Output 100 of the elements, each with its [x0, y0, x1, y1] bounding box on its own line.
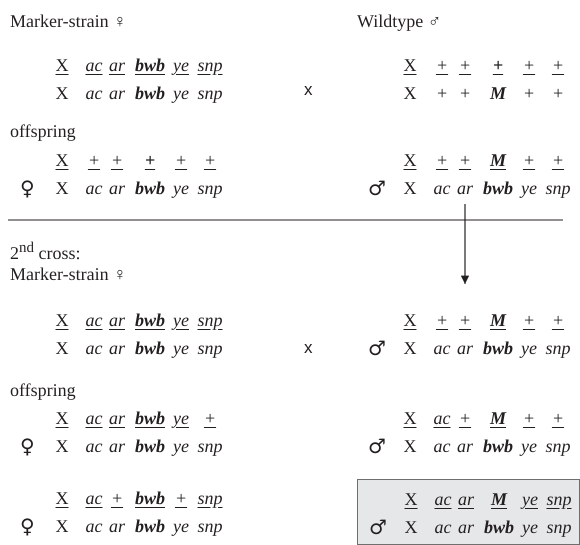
sex-symbol: ♀	[20, 176, 35, 200]
allele-symbol: ar	[456, 435, 474, 458]
strain-label: Marker-strain ♀	[10, 263, 127, 285]
allele-symbol: ye	[170, 407, 190, 430]
allele-symbol: ye	[170, 54, 190, 77]
chromosome-label: X	[402, 177, 418, 200]
chromosome-label: X	[54, 309, 70, 332]
allele-symbol: M	[488, 149, 508, 172]
allele-symbol: ar	[456, 516, 475, 539]
allele-symbol: ac	[432, 177, 452, 200]
allele-symbol: snp	[545, 516, 572, 539]
allele-symbol: +	[550, 407, 566, 430]
allele-symbol: bwb	[134, 487, 166, 510]
allele-symbol: +	[434, 82, 450, 105]
sex-symbol: ♀	[20, 514, 35, 538]
allele-symbol: ar	[108, 407, 126, 430]
allele-symbol: +	[110, 487, 124, 510]
allele-symbol: ac	[84, 177, 104, 200]
allele-symbol: ye	[520, 488, 539, 511]
allele-symbol: ar	[108, 337, 126, 360]
allele-symbol: +	[202, 149, 218, 172]
allele-symbol: +	[550, 54, 566, 77]
chromosome-label: X	[402, 337, 418, 360]
allele-symbol: snp	[544, 435, 572, 458]
allele-symbol: +	[434, 54, 450, 77]
strain-label: Marker-strain ♀	[10, 10, 127, 32]
allele-symbol: bwb	[134, 337, 166, 360]
allele-symbol: ye	[170, 515, 190, 538]
highlight-box	[357, 479, 580, 545]
allele-symbol: M	[488, 82, 508, 105]
arrow	[460, 204, 470, 284]
allele-symbol: +	[522, 309, 536, 332]
allele-symbol: ye	[170, 337, 190, 360]
allele-symbol: M	[490, 488, 508, 511]
chromosome-label: X	[402, 435, 418, 458]
allele-symbol: ac	[432, 337, 452, 360]
allele-symbol: bwb	[134, 309, 166, 332]
allele-symbol: ye	[170, 177, 190, 200]
allele-symbol: ar	[108, 309, 126, 332]
allele-symbol: snp	[196, 54, 224, 77]
allele-symbol: bwb	[134, 435, 166, 458]
allele-symbol: ac	[84, 54, 104, 77]
cross-symbol: x	[304, 337, 312, 359]
allele-symbol: snp	[196, 435, 224, 458]
chromosome-label: X	[54, 54, 70, 77]
allele-symbol: ye	[520, 516, 539, 539]
allele-symbol: ye	[518, 337, 538, 360]
allele-symbol: +	[550, 82, 566, 105]
allele-symbol: ye	[170, 435, 190, 458]
allele-symbol: bwb	[134, 54, 166, 77]
allele-symbol: snp	[544, 337, 572, 360]
allele-symbol: ac	[84, 515, 104, 538]
sex-symbol: ♂	[368, 336, 386, 360]
allele-symbol: +	[110, 149, 124, 172]
chromosome-label: X	[402, 149, 418, 172]
allele-symbol: +	[458, 407, 472, 430]
cross-symbol: x	[304, 79, 312, 101]
allele-symbol: bwb	[134, 515, 166, 538]
chromosome-label: X	[54, 515, 70, 538]
allele-symbol: ar	[108, 515, 126, 538]
allele-symbol: ac	[84, 337, 104, 360]
allele-symbol: ye	[170, 309, 190, 332]
allele-symbol: snp	[196, 337, 224, 360]
chromosome-label: X	[402, 82, 418, 105]
allele-symbol: +	[174, 149, 188, 172]
allele-symbol: bwb	[482, 516, 515, 539]
chromosome-label: X	[402, 54, 418, 77]
allele-symbol: snp	[196, 177, 224, 200]
allele-symbol: bwb	[482, 337, 514, 360]
allele-symbol: +	[550, 149, 566, 172]
chromosome-label: X	[54, 82, 70, 105]
allele-symbol: ac	[84, 435, 104, 458]
allele-symbol: ar	[108, 177, 126, 200]
sex-symbol: ♂	[368, 434, 386, 458]
allele-symbol: M	[488, 309, 508, 332]
allele-symbol: snp	[196, 309, 224, 332]
chromosome-label: X	[404, 516, 418, 539]
section-label: 2$^{nd}$ cross:	[10, 239, 80, 264]
allele-symbol: bwb	[134, 407, 166, 430]
allele-symbol: bwb	[482, 177, 514, 200]
allele-symbol: ye	[170, 82, 190, 105]
allele-symbol: ar	[108, 435, 126, 458]
allele-symbol: +	[458, 54, 472, 77]
chromosome-label: X	[54, 435, 70, 458]
allele-symbol: ac	[84, 487, 104, 510]
chromosome-label: X	[54, 487, 70, 510]
allele-symbol: +	[522, 149, 536, 172]
allele-symbol: bwb	[134, 177, 166, 200]
allele-symbol: ac	[84, 407, 104, 430]
allele-symbol: +	[86, 149, 102, 172]
sex-symbol: ♀	[20, 434, 35, 458]
allele-symbol: ac	[434, 516, 452, 539]
allele-symbol: snp	[544, 177, 572, 200]
allele-symbol: M	[488, 407, 508, 430]
strain-label: Wildtype ♂	[357, 10, 442, 32]
allele-symbol: +	[144, 149, 156, 172]
allele-symbol: +	[458, 149, 472, 172]
allele-symbol: +	[522, 407, 536, 430]
section-label: offspring	[10, 120, 76, 142]
allele-symbol: ar	[456, 488, 475, 511]
